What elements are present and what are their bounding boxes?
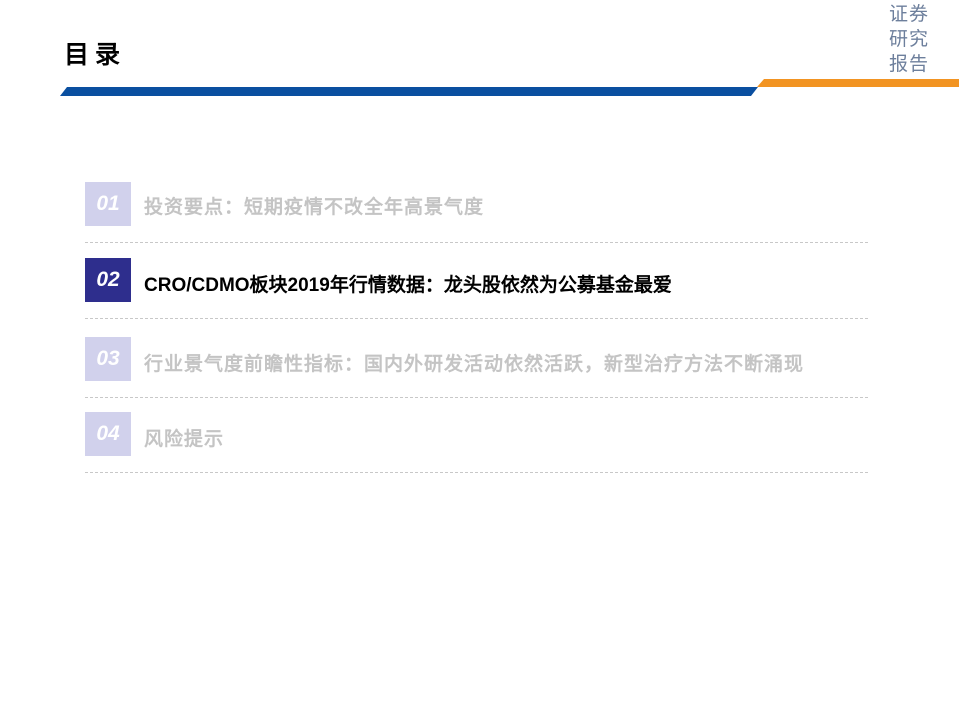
brand-label: 证券 研究 报告: [889, 2, 939, 77]
toc-number-box: 01: [85, 182, 131, 226]
toc-number-box: 03: [85, 337, 131, 381]
brand-line: 证券: [889, 3, 930, 25]
toc-label: 行业景气度前瞻性指标：国内外研发活动依然活跃，新型治疗方法不断涌现: [144, 353, 805, 375]
divider: [85, 242, 868, 243]
toc-label: 风险提示: [144, 428, 225, 450]
toc-number-box-active: 02: [85, 258, 131, 302]
brand-line: 报告: [889, 53, 930, 75]
toc-number-box: 04: [85, 412, 131, 456]
toc-label: 投资要点：短期疫情不改全年高景气度: [144, 196, 485, 218]
toc-item-3[interactable]: 03 行业景气度前瞻性指标：国内外研发活动依然活跃，新型治疗方法不断涌现: [85, 337, 868, 413]
toc-item-1[interactable]: 01 投资要点：短期疫情不改全年高景气度: [85, 182, 868, 258]
orange-bar: [757, 79, 959, 87]
toc-label-active: CRO/CDMO板块2019年行情数据：龙头股依然为公募基金最爱: [144, 275, 672, 296]
page-title: 目录: [64, 40, 127, 69]
toc-item-2[interactable]: 02 CRO/CDMO板块2019年行情数据：龙头股依然为公募基金最爱: [85, 258, 868, 334]
brand-line: 研究: [889, 28, 930, 50]
blue-bar: [60, 87, 758, 96]
header-bars: [60, 79, 959, 96]
divider: [85, 318, 868, 319]
divider: [85, 397, 868, 398]
divider: [85, 472, 868, 473]
toc-item-4[interactable]: 04 风险提示: [85, 412, 868, 488]
